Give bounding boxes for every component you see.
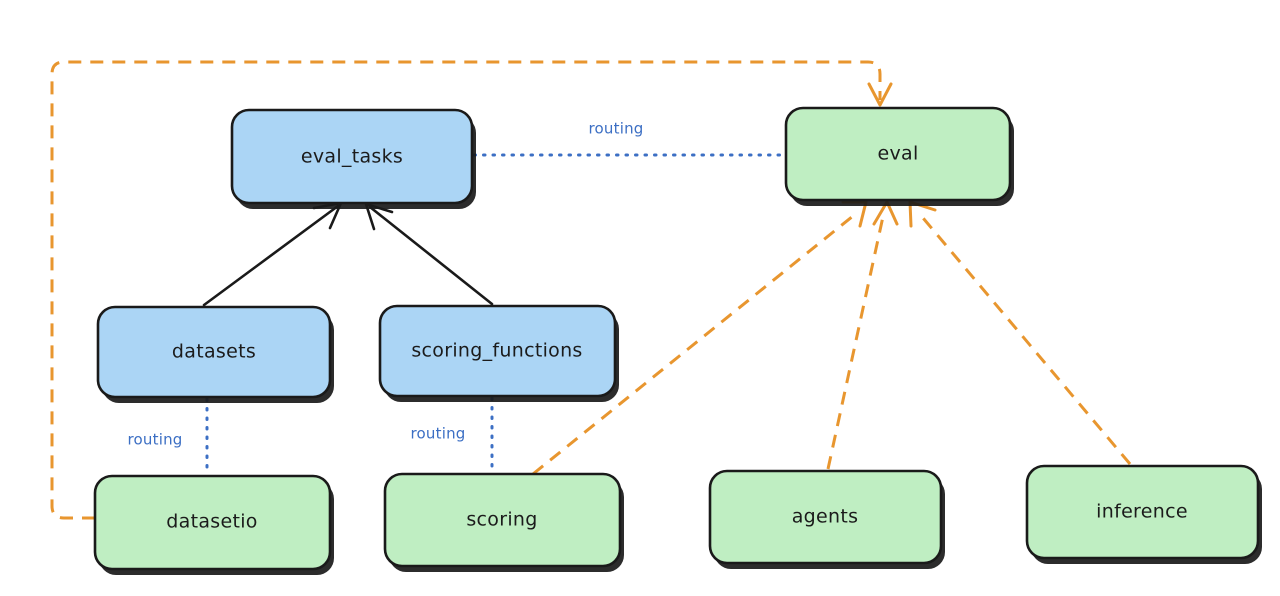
node-datasets-label: datasets <box>172 341 256 363</box>
edge-path-datasets-eval_tasks <box>202 204 340 307</box>
edge-agents-to-eval <box>826 200 899 470</box>
node-eval_tasks[interactable]: eval_tasks <box>230 108 476 209</box>
edge-inference-to-eval <box>908 200 1132 465</box>
edge-label-routing-scoring-functions: routing <box>411 425 466 443</box>
edge-eval_tasks-to-eval: routing <box>472 120 786 157</box>
node-inference-label: inference <box>1096 501 1188 523</box>
node-eval-box[interactable] <box>784 106 1012 202</box>
node-inference-box[interactable] <box>1025 464 1260 560</box>
node-datasetio[interactable]: datasetio <box>93 474 334 575</box>
node-scoring_functions-box[interactable] <box>378 304 617 398</box>
node-agents-label: agents <box>792 506 859 528</box>
edge-path-scoring-eval <box>532 210 859 476</box>
node-scoring_functions[interactable]: scoring_functions <box>378 304 619 402</box>
edge-label-routing-datasets: routing <box>128 431 183 449</box>
node-layer: eval_tasks eval datasets scoring_functio… <box>93 106 1262 575</box>
edge-label-routing-eval-tasks: routing <box>589 120 644 138</box>
edge-path-datasetio-eval <box>50 60 882 520</box>
edge-path-agents-eval <box>826 211 886 470</box>
edge-datasetio-to-eval <box>50 60 893 520</box>
node-eval_tasks-label: eval_tasks <box>301 146 403 168</box>
node-scoring_functions-label: scoring_functions <box>411 340 582 362</box>
node-datasets-box[interactable] <box>96 305 332 399</box>
node-eval-label: eval <box>877 143 918 165</box>
arrowhead-datasetio-eval <box>867 82 893 107</box>
edge-datasets-to-datasetio: routing <box>128 397 209 476</box>
node-agents[interactable]: agents <box>708 469 945 569</box>
node-datasets[interactable]: datasets <box>96 305 334 403</box>
node-scoring-box[interactable] <box>383 472 622 568</box>
edge-scoring_functions-to-eval_tasks <box>364 202 494 306</box>
node-eval[interactable]: eval <box>784 106 1014 206</box>
edge-path-inference-eval <box>916 211 1132 465</box>
edge-datasets-to-eval_tasks <box>202 201 343 307</box>
node-scoring[interactable]: scoring <box>383 472 624 572</box>
node-scoring-label: scoring <box>466 509 537 531</box>
node-eval_tasks-box[interactable] <box>230 108 474 205</box>
node-datasetio-box[interactable] <box>93 474 332 571</box>
node-inference[interactable]: inference <box>1025 464 1262 564</box>
node-agents-box[interactable] <box>708 469 943 565</box>
edge-path-scoring_functions-eval_tasks <box>368 205 494 306</box>
edge-scoring_functions-to-scoring: routing <box>411 396 494 474</box>
node-datasetio-label: datasetio <box>166 511 257 533</box>
